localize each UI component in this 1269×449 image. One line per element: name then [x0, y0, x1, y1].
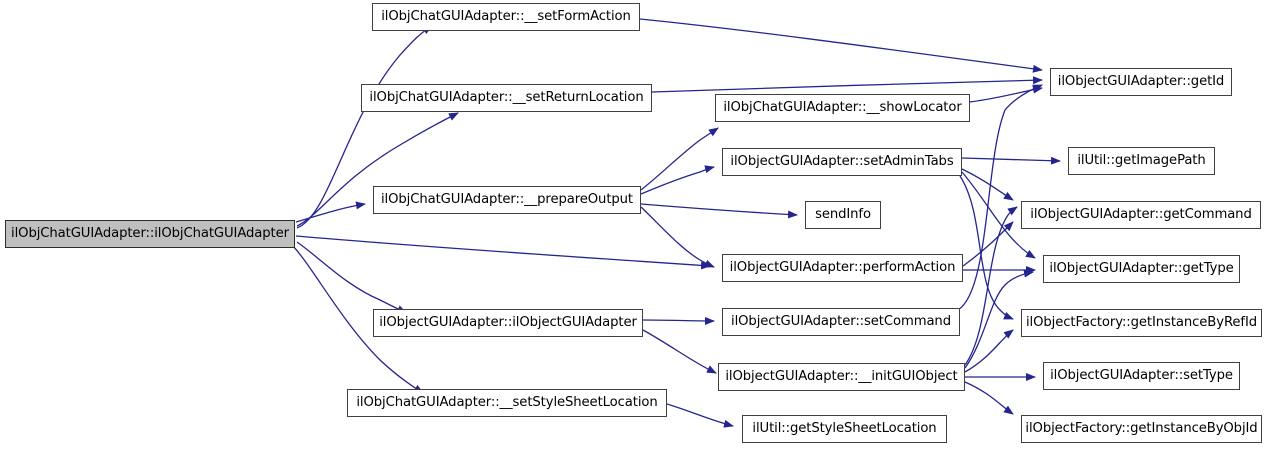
- graph-node-label: ilObjectGUIAdapter::setAdminTabs: [730, 154, 954, 170]
- graph-node-prepareOutput[interactable]: ilObjChatGUIAdapter::__prepareOutput: [373, 186, 641, 214]
- graph-edge-prepareOutput-to-sendInfo: [640, 203, 798, 219]
- graph-node-ilObjectGUIAdapterCtor[interactable]: ilObjectGUIAdapter::ilObjectGUIAdapter: [373, 309, 643, 337]
- graph-node-label: ilObjChatGUIAdapter::__setStyleSheetLoca…: [356, 395, 658, 411]
- graph-edge-prepareOutput-to-performAction: [640, 206, 715, 268]
- graph-node-setCommand[interactable]: ilObjectGUIAdapter::setCommand: [722, 308, 960, 336]
- graph-edge-initGUIObject-to-getCommand: [964, 206, 1018, 366]
- graph-edge-ilObjectGUIAdapterCtor-to-setCommand: [642, 316, 715, 325]
- graph-node-label: ilObjectGUIAdapter::setCommand: [731, 314, 951, 330]
- graph-node-getId[interactable]: ilObjectGUIAdapter::getId: [1050, 68, 1232, 96]
- graph-node-label: ilObjChatGUIAdapter::ilObjChatGUIAdapter: [11, 226, 289, 242]
- graph-edge-root-to-prepareOutput: [295, 201, 366, 223]
- graph-node-label: ilObjectGUIAdapter::performAction: [729, 260, 956, 276]
- graph-edge-setAdminTabs-to-getImagePath: [961, 156, 1061, 165]
- graph-node-label: ilObjectGUIAdapter::setType: [1050, 368, 1233, 384]
- graph-node-root[interactable]: ilObjChatGUIAdapter::ilObjChatGUIAdapter: [5, 220, 295, 248]
- graph-node-getStyleSheetLoc[interactable]: ilUtil::getStyleSheetLocation: [742, 415, 947, 443]
- graph-node-label: sendInfo: [815, 207, 871, 223]
- graph-edge-setAdminTabs-to-getCommand: [961, 168, 1014, 201]
- graph-node-label: ilObjChatGUIAdapter::__showLocator: [723, 100, 962, 116]
- graph-node-label: ilUtil::getStyleSheetLocation: [752, 421, 937, 437]
- graph-edge-setAdminTabs-to-getInstByRefId: [959, 175, 1014, 320]
- graph-node-label: ilObjectGUIAdapter::getCommand: [1030, 207, 1252, 223]
- graph-node-sendInfo[interactable]: sendInfo: [805, 201, 881, 229]
- graph-edge-prepareOutput-to-showLocator: [640, 127, 719, 191]
- graph-node-label: ilUtil::getImagePath: [1077, 153, 1206, 169]
- graph-node-getInstByRefId[interactable]: ilObjectFactory::getInstanceByRefId: [1021, 309, 1262, 337]
- graph-node-getCommand[interactable]: ilObjectGUIAdapter::getCommand: [1021, 201, 1261, 229]
- graph-node-label: ilObjectGUIAdapter::getId: [1057, 74, 1225, 90]
- graph-edge-setCommand-to-getId: [957, 84, 1043, 311]
- graph-node-label: ilObjectFactory::getInstanceByRefId: [1025, 315, 1258, 331]
- graph-edge-root-to-ilObjectGUIAdapterCtor: [296, 241, 407, 314]
- graph-node-setReturnLoc[interactable]: ilObjChatGUIAdapter::__setReturnLocation: [361, 84, 652, 112]
- graph-node-label: ilObjChatGUIAdapter::__setFormAction: [381, 9, 631, 25]
- graph-edge-initGUIObject-to-getInstByObjId: [964, 381, 1014, 415]
- graph-edge-root-to-performAction: [295, 235, 711, 270]
- graph-node-setAdminTabs[interactable]: ilObjectGUIAdapter::setAdminTabs: [722, 148, 962, 176]
- graph-node-label: ilObjectFactory::getInstanceByObjId: [1025, 421, 1258, 437]
- graph-node-label: ilObjChatGUIAdapter::__setReturnLocation: [369, 90, 644, 106]
- graph-node-initGUIObject[interactable]: ilObjectGUIAdapter::__initGUIObject: [718, 363, 965, 391]
- graph-edge-initGUIObject-to-getInstByRefId: [964, 329, 1014, 373]
- graph-node-label: ilObjectGUIAdapter::__initGUIObject: [725, 369, 958, 385]
- graph-node-setFormAction[interactable]: ilObjChatGUIAdapter::__setFormAction: [372, 3, 640, 31]
- graph-node-getImagePath[interactable]: ilUtil::getImagePath: [1068, 147, 1215, 175]
- graph-node-setStyleSheetLoc[interactable]: ilObjChatGUIAdapter::__setStyleSheetLoca…: [347, 389, 667, 417]
- graph-node-getType[interactable]: ilObjectGUIAdapter::getType: [1043, 255, 1240, 283]
- graph-edge-ilObjectGUIAdapterCtor-to-initGUIObject: [642, 329, 717, 374]
- graph-node-showLocator[interactable]: ilObjChatGUIAdapter::__showLocator: [715, 94, 970, 122]
- graph-edge-prepareOutput-to-setAdminTabs: [640, 165, 715, 195]
- graph-edge-setReturnLoc-to-getId: [651, 76, 1043, 93]
- graph-node-label: ilObjectGUIAdapter::getType: [1049, 261, 1234, 277]
- graph-edge-performAction-to-getCommand: [962, 221, 1014, 267]
- graph-node-label: ilObjChatGUIAdapter::__prepareOutput: [380, 192, 633, 208]
- graph-node-setType[interactable]: ilObjectGUIAdapter::setType: [1043, 362, 1240, 390]
- graph-edge-setFormAction-to-getId: [639, 18, 1043, 73]
- graph-node-label: ilObjectGUIAdapter::ilObjectGUIAdapter: [379, 315, 637, 331]
- graph-edge-showLocator-to-getId: [969, 85, 1043, 103]
- graph-node-getInstByObjId[interactable]: ilObjectFactory::getInstanceByObjId: [1021, 415, 1262, 443]
- graph-node-performAction[interactable]: ilObjectGUIAdapter::performAction: [722, 254, 963, 282]
- graph-edge-setStyleSheetLoc-to-getStyleSheetLoc: [666, 403, 734, 428]
